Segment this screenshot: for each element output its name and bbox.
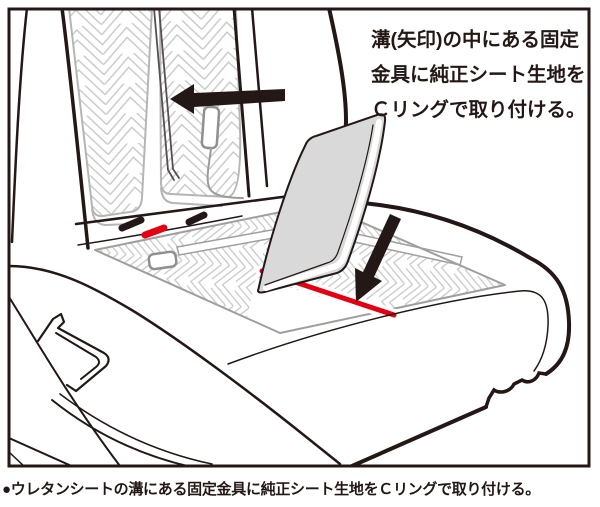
fabric-sheet-edge-highlight (263, 119, 382, 291)
seat-backrest (10, 9, 349, 250)
seam-line-upper (74, 192, 307, 226)
fabric-sheet-body (257, 113, 387, 294)
annotation-line-3: Ｃリングで取り付ける。 (371, 99, 586, 121)
seam-clip-black-1 (118, 216, 145, 232)
cushion-connector-tab (147, 250, 178, 271)
cushion-front-white-strip (240, 277, 505, 355)
backrest-groove (153, 9, 180, 181)
cushion-front-edge (350, 405, 488, 466)
backrest-left-inner-edge (60, 9, 90, 250)
fabric-sheet (257, 113, 387, 294)
seat-rail-bumps (484, 371, 548, 409)
cushion-groove-arrow-icon (355, 214, 401, 302)
caption-text: ●ウレタンシートの溝にある固定金具に純正シート生地をＣリングで取り付ける。 (2, 481, 540, 498)
side-panel-lower-sweep (9, 296, 121, 466)
annotation-line-1: 溝(矢印)の中にある固定 (371, 29, 579, 51)
cushion-panel-outline (94, 203, 506, 334)
annotation-text: 溝(矢印)の中にある固定 金具に純正シート生地を Ｃリングで取り付ける。 (371, 23, 589, 128)
frame-border (7, 7, 591, 468)
recliner-lever-inner (55, 332, 100, 380)
side-panel-top-sweep (9, 264, 342, 466)
backrest-connector-tab (200, 105, 221, 150)
seat-base-line-3 (59, 393, 213, 465)
seat-base-line-1 (9, 437, 74, 466)
seam-clip-red (141, 224, 168, 239)
seat-seam (74, 192, 307, 246)
backrest-left-outer-edge (10, 9, 29, 244)
seat-cushion-body (9, 200, 572, 466)
annotation-line-2: 金具に純正シート生地を (371, 64, 586, 86)
heater-wire (206, 147, 244, 199)
seam-clip-black-2 (185, 211, 208, 226)
backrest-groove-arrow-icon (170, 84, 285, 114)
recliner-lever (36, 312, 110, 393)
fabric-sheet-edge-line (264, 124, 374, 286)
backrest-right-edge-2 (250, 9, 269, 188)
cushion-front-crease (227, 290, 549, 372)
seat-base-line-2 (51, 399, 192, 466)
seat-illustration (7, 7, 591, 468)
right-bolster-edge (346, 200, 572, 376)
backrest-right-edge-1 (232, 9, 251, 198)
